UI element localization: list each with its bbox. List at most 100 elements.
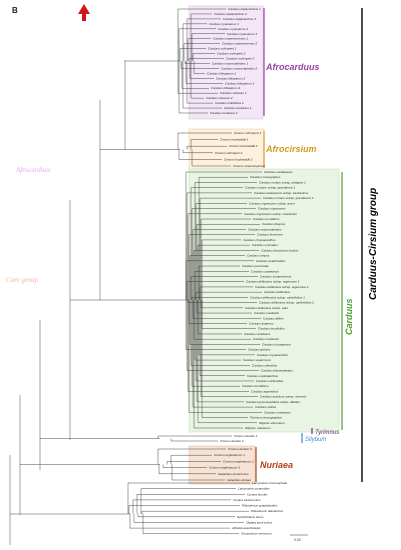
afrocirsium-box — [188, 128, 265, 171]
tip-label: Carduus affinis — [263, 316, 284, 320]
tip-label: Carduus macrocephalus — [248, 227, 282, 231]
tip-label: Carduus nigrescens — [258, 207, 286, 211]
tip-label: Carduus candicans — [244, 332, 271, 336]
tip-label: Carduus carduelis — [254, 311, 279, 315]
tip-label: Carduus defloratus — [264, 290, 291, 294]
tip-label: Carduus stricta — [255, 405, 276, 409]
tip-label: Carduus nigrescens subsp. assoi — [249, 201, 295, 205]
panel-label: B — [12, 6, 18, 15]
tip-label: Carduus kilioparum 1 — [207, 71, 237, 75]
tip-label: Carduus sempervirens — [260, 274, 292, 278]
tip-label: Carduus argentatus — [251, 389, 279, 393]
tip-label: Carduus defloratus subsp. carlinifolius … — [259, 301, 314, 305]
tip-label: Carduus kilioparum 2 — [216, 76, 246, 80]
tip-label: Galactites duriaei — [227, 478, 251, 482]
nuriaea-box — [188, 445, 256, 485]
tip-label: Silybum eburneum — [259, 421, 285, 425]
tip-label: Carduus cephalanthus — [247, 374, 278, 378]
carduus-cirsium-group-label: Carduus-Cirsium group — [368, 188, 379, 300]
tip-label: Carduus nutans subsp. grandensis 2 — [263, 196, 314, 200]
tip-label: Cirsium dender 2 — [220, 439, 244, 443]
tip-label: Carduus chrysacanthus — [243, 238, 276, 242]
tip-label: Carduus asperrus — [249, 322, 274, 326]
reference-arrow-icon — [78, 4, 90, 21]
tip-label: Carduus kilioparum 4 — [211, 86, 241, 90]
tip-label: Alfredia acantholepis — [231, 526, 261, 530]
tip-label: Carduus crispus — [247, 254, 270, 258]
tip-label: Carduus thoermeri — [257, 233, 283, 237]
scale-bar-label: 0.02 — [294, 538, 301, 542]
tip-label: Carduus carpetanus — [251, 269, 279, 273]
tip-label: Carduus macrocephalus 1 — [212, 61, 248, 65]
tip-label: Carduus tenuiflorus — [242, 384, 269, 388]
tip-label: Carduus nyassanus 1 — [209, 22, 239, 26]
tip-label: Olgaea pecti prima — [246, 520, 272, 524]
tip-label: Carduus cilessifus — [252, 363, 278, 367]
tip-label: Cirsium englerianum 3 — [209, 466, 240, 470]
nuriaea-label: Nuriaea — [260, 460, 293, 470]
tip-label: Carduus leptacanthus 1 — [228, 7, 261, 11]
tip-label: Carduus baeocephalus — [261, 369, 293, 373]
tip-label: Cirsium schimperi 1 — [234, 131, 261, 135]
tip-label: Carduus nutans subsp. grandensis 1 — [245, 186, 296, 190]
tip-label: Carduus numidicus — [253, 217, 280, 221]
afrocirsium-label: Afrocirsium — [265, 144, 317, 154]
tip-label: Lamyropsis microcephala — [252, 481, 287, 485]
tip-label: Carduus nawerzorensis 1 — [213, 37, 248, 41]
tip-label: Carduus schimperi 1 — [208, 47, 237, 51]
tip-label: Carduus squarrosus — [243, 358, 271, 362]
tip-label: Ptilostemon gnaphaloides — [242, 504, 278, 508]
tip-label: Carduus sardaeanus — [264, 170, 293, 174]
tip-label: Carduus martinezii — [253, 337, 279, 341]
tip-label: Carduus nawerzorensis 2 — [222, 42, 257, 46]
carduus-label: Carduus — [344, 298, 354, 335]
tip-label: Carduus defloratus subsp. paui — [245, 306, 288, 310]
tip-label: Carduus uncinatus — [252, 243, 278, 247]
tip-label: Carduus millefolius 1 — [215, 101, 244, 105]
tip-label: Cirsium buchwaldii 3 — [224, 157, 253, 161]
silybum-label: Silybum — [305, 437, 326, 443]
tip-label: Carduus kasbanicus subsp. kasbanicus — [254, 191, 309, 195]
tip-label: Carduus schimperi 3 — [226, 57, 255, 61]
tree-branches — [9, 8, 262, 545]
afrocarduus-faint-label: Afrocarduus — [16, 166, 51, 174]
tip-label: Carduus getulus — [248, 348, 271, 352]
afrocarduus-label: Afrocarduus — [265, 62, 320, 72]
tip-label: Carduus leptacanthus 3 — [223, 17, 256, 21]
tip-label: Carduus pycnocephalus subsp. albidus — [246, 400, 300, 404]
tip-label: Carduus leptacanthus 2 — [214, 12, 247, 16]
core-faint-label: Core group — [6, 276, 38, 284]
tip-label: Carduus arabicus subsp. sinensis — [260, 395, 307, 399]
tip-label: Lamyropsis cynaroides — [238, 487, 270, 491]
tip-label: Carduus bourgeanus — [262, 342, 291, 346]
tip-label: Onopordum nervosum — [241, 532, 272, 536]
tip-label: Carduus acanthoides — [256, 259, 286, 263]
tip-label: Cirsium dender 3 — [228, 447, 252, 451]
tip-label: Carduus tenuifolius — [258, 327, 285, 331]
tip-label: Carduus defloratus subsp. carlinifolius … — [250, 295, 305, 299]
tip-label: Cynara humilis — [247, 492, 268, 496]
carduus-box — [188, 168, 340, 433]
tip-label: Cirsium englerianum 2 — [223, 459, 254, 463]
tip-label: Cirsium englerianum 1 — [214, 453, 245, 457]
tip-label: Carduus kenianus 1 — [224, 106, 252, 110]
tip-label: Synthichlaxis tenus — [237, 515, 264, 519]
tip-label: Cirsium buchwaldii 2 — [229, 144, 258, 148]
tip-label: Galactites tomentosus — [218, 472, 249, 476]
tip-label: Carduus tiluqnus — [262, 222, 286, 226]
tip-label: Carduus mesograptus — [250, 175, 281, 179]
tip-label: Carduus nyassanus 2 — [218, 27, 248, 31]
tip-label: Carduus nyassanus 3 — [227, 32, 257, 36]
tip-label: Cynara cardunculus — [233, 498, 261, 502]
afrocarduus-box — [188, 5, 264, 120]
tip-label: Carduus nigrescens subsp. vivariensis — [244, 212, 297, 216]
tip-label: Cirsium buchwaldii 1 — [220, 138, 249, 142]
tip-label: Carduus schimperi 2 — [217, 52, 246, 56]
tip-label: Carduus personata — [242, 264, 269, 268]
tip-label: Carduus carlinoides — [256, 379, 284, 383]
tip-label: Carduus defloratus subsp. argemone 2 — [255, 285, 309, 289]
tip-label: Cirsium straminispinum — [233, 164, 266, 168]
